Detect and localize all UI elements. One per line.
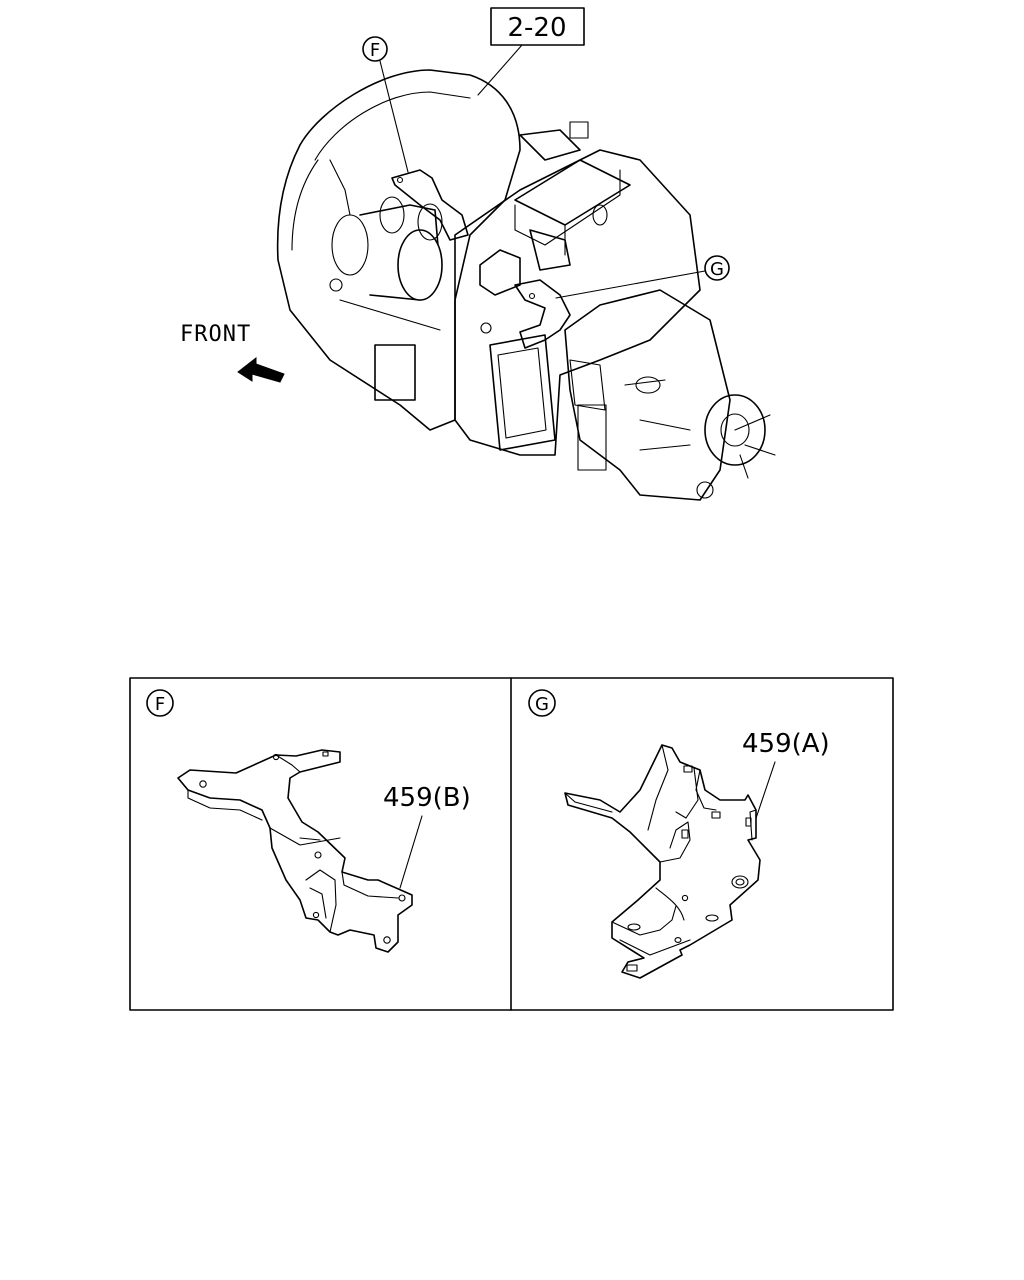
callout-g-label: G bbox=[710, 259, 724, 280]
ref-box[interactable]: 2-20 bbox=[490, 7, 585, 46]
ref-box-label: 2-20 bbox=[507, 13, 566, 43]
panel-f-circle-label: F bbox=[155, 694, 165, 715]
front-arrow-icon bbox=[237, 356, 285, 383]
panel-g[interactable]: G 459(A) bbox=[528, 689, 830, 979]
ref-leader bbox=[477, 44, 523, 96]
panel-f-leader bbox=[399, 815, 423, 889]
transmission-assembly bbox=[276, 69, 776, 501]
detail-panels bbox=[129, 677, 894, 1011]
callout-g[interactable]: G bbox=[704, 255, 730, 281]
panel-f-part-label: 459(B) bbox=[383, 783, 471, 813]
callout-f-leader bbox=[379, 60, 409, 173]
front-label: FRONT bbox=[180, 322, 251, 347]
callout-f-label: F bbox=[370, 40, 380, 61]
callout-g-leader bbox=[555, 270, 706, 299]
bracket-459a bbox=[564, 744, 761, 979]
bracket-459b bbox=[177, 749, 413, 953]
panel-g-circle-label: G bbox=[535, 694, 549, 715]
callout-f[interactable]: F bbox=[362, 36, 388, 62]
panel-f[interactable]: F 459(B) bbox=[146, 689, 471, 953]
panel-g-part-label: 459(A) bbox=[742, 729, 830, 759]
